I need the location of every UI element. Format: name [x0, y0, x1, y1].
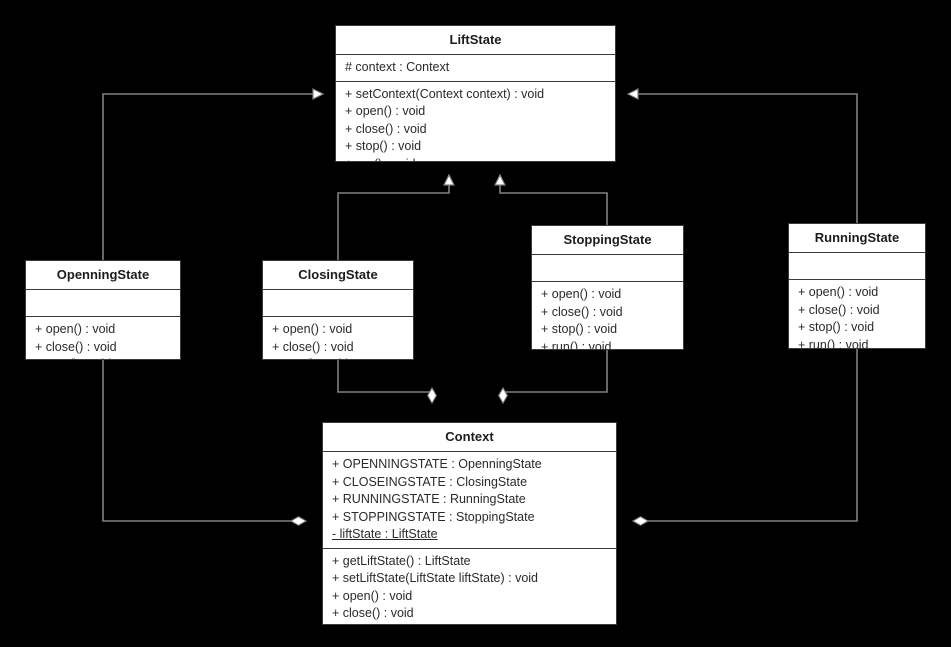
uml-attribute-row: + STOPPINGSTATE : StoppingState	[332, 509, 535, 524]
connector-aggregation-openningstate-context	[102, 360, 306, 521]
uml-class-name-openningstate: OpenningState	[26, 261, 180, 290]
uml-operations-compartment-openningstate: + open() : void + close() : void + stop() …	[26, 317, 180, 359]
uml-operation-row: + open() : void	[35, 322, 116, 336]
uml-attribute-row: # context : Context	[345, 60, 450, 74]
uml-class-context[interactable]: Context+ OPENNINGSTATE : OpenningState+ …	[322, 422, 617, 625]
connector-aggregation-stoppingstate-context	[503, 350, 608, 403]
connector-generalization-closingstate-liftstate	[337, 173, 455, 260]
connector-generalization-runningstate-liftstate	[626, 88, 858, 223]
uml-class-name-stoppingstate: StoppingState	[532, 226, 683, 255]
uml-class-liftstate[interactable]: LiftState # context : Context + setContext…	[335, 25, 616, 162]
uml-operation-row: + close() : void	[332, 606, 414, 620]
uml-operation-row: + stop() : void	[798, 320, 875, 334]
uml-attributes-compartment-context: + OPENNINGSTATE : OpenningState + CLOSEIN…	[323, 452, 616, 549]
uml-operation-row: + open() : void	[345, 104, 426, 118]
uml-attributes-compartment-closingstate	[263, 290, 413, 317]
uml-class-name-liftstate: LiftState	[336, 26, 615, 55]
uml-attributes-compartment-openningstate	[26, 290, 180, 317]
uml-operation-row: + setLiftState(LiftState liftState) : vo…	[332, 571, 539, 585]
uml-operation-row: + close() : void	[272, 339, 354, 354]
uml-class-name-closingstate: ClosingState	[263, 261, 413, 290]
uml-operation-row: + run() : void	[798, 337, 869, 349]
uml-operations-compartment-liftstate: + setContext(Context context) : void + op…	[336, 82, 615, 162]
uml-operation-row: + close() : void	[798, 302, 880, 317]
uml-class-runningstate[interactable]: RunningState + open() : void + close() : v…	[788, 223, 926, 349]
uml-operation-row: + open() : void	[798, 285, 879, 299]
uml-attribute-row: + CLOSEINGSTATE : ClosingState	[332, 474, 528, 489]
connector-generalization-openningstate-liftstate	[102, 88, 325, 260]
uml-operations-compartment-runningstate: + open() : void + close() : void + stop() …	[789, 280, 925, 349]
uml-class-stoppingstate[interactable]: StoppingState + open() : void + close() : …	[531, 225, 684, 350]
uml-operations-compartment-context: + getLiftState() : LiftState + setLiftSta…	[323, 549, 616, 625]
connector-aggregation-closingstate-context	[337, 360, 432, 403]
uml-operation-row: + close() : void	[35, 339, 117, 354]
connector-aggregation-runningstate-context	[633, 349, 858, 521]
uml-attribute-row: + OPENNINGSTATE : OpenningState	[332, 457, 542, 471]
uml-operation-row: + stop() : void	[26, 356, 180, 359]
uml-operation-row: + open() : void	[541, 287, 622, 301]
uml-class-openningstate[interactable]: OpenningState + open() : void + close() : …	[25, 260, 181, 360]
uml-class-closingstate[interactable]: ClosingState + open() : void + close() : v…	[262, 260, 414, 360]
uml-operation-row: + close() : void	[541, 304, 623, 319]
uml-attribute-row: - liftState : LiftState	[332, 527, 438, 541]
uml-operation-row: + stop() : void	[263, 356, 413, 359]
uml-operation-row: + run() : void	[336, 156, 615, 162]
uml-operation-row: + stop() : void	[345, 139, 422, 153]
uml-operation-row: + close() : void	[345, 121, 427, 136]
uml-attributes-compartment-runningstate	[789, 253, 925, 280]
connector-generalization-stoppingstate-liftstate	[494, 173, 608, 225]
uml-operation-row: + getLiftState() : LiftState	[332, 553, 471, 568]
uml-attributes-compartment-liftstate: # context : Context	[336, 55, 615, 82]
uml-class-name-runningstate: RunningState	[789, 224, 925, 253]
uml-operations-compartment-stoppingstate: + open() : void + close() : void + stop() …	[532, 282, 683, 350]
uml-operations-compartment-closingstate: + open() : void + close() : void + stop() …	[263, 317, 413, 359]
uml-attributes-compartment-stoppingstate	[532, 255, 683, 282]
uml-operation-row: + open() : void	[332, 588, 413, 603]
uml-class-name-context: Context	[323, 423, 616, 452]
uml-attribute-row: + RUNNINGSTATE : RunningState	[332, 492, 526, 506]
uml-operation-row: + open() : void	[272, 322, 353, 336]
uml-operation-row: + stop() : void	[323, 623, 616, 625]
uml-operation-row: + run() : void	[541, 339, 612, 350]
uml-operation-row: + setContext(Context context) : void	[345, 86, 545, 101]
uml-operation-row: + stop() : void	[541, 322, 618, 336]
